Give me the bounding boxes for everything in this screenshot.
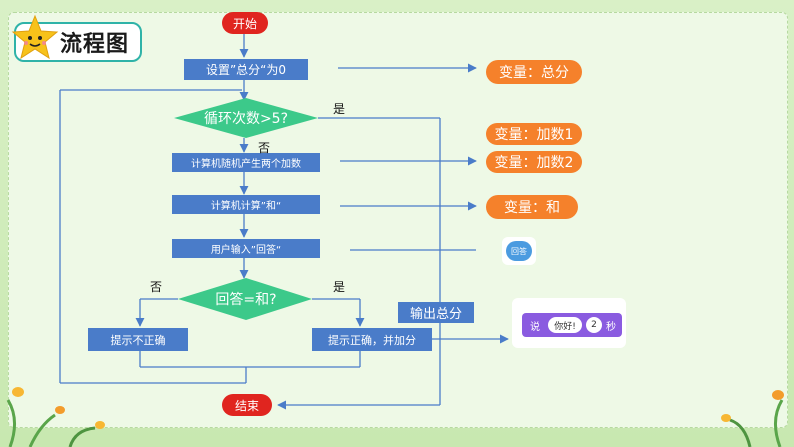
content-panel xyxy=(8,12,788,428)
variable-sum: 变量：和 xyxy=(486,195,578,219)
end-terminal: 结束 xyxy=(222,394,272,416)
user-input-step: 用户输入”回答“ xyxy=(172,239,320,258)
random-addends-step: 计算机随机产生两个加数 xyxy=(172,153,320,172)
loop-condition-label: 循环次数>5? xyxy=(203,111,289,127)
page-title: 流程图 xyxy=(60,32,130,57)
start-terminal: 开始 xyxy=(222,12,268,34)
loop-decision-shape xyxy=(174,98,318,138)
plant-decoration-right xyxy=(721,390,784,447)
answer-reporter-block: 回答 xyxy=(506,241,532,261)
say-seconds-input: 2 xyxy=(586,317,602,333)
plant-decoration-left xyxy=(6,387,105,447)
say-word: 说 xyxy=(530,322,540,333)
say-text-input: 你好! xyxy=(548,317,582,333)
check-yes-label: 是 xyxy=(333,280,346,294)
compute-sum-step: 计算机计算”和“ xyxy=(172,195,320,214)
variable-addend-2: 变量：加数2 xyxy=(486,151,582,173)
set-total-step: 设置”总分“为0 xyxy=(184,59,308,80)
check-no-label: 否 xyxy=(150,280,163,294)
loop-yes-label: 是 xyxy=(333,102,346,116)
loop-no-label: 否 xyxy=(258,141,271,155)
check-condition-label: 回答=和? xyxy=(215,292,277,308)
say-unit: 秒 xyxy=(606,322,616,333)
star-mascot-icon xyxy=(11,14,59,60)
output-total-step: 输出总分 xyxy=(398,302,474,323)
variable-total: 变量：总分 xyxy=(486,60,582,84)
say-block: 说 你好! 2 秒 xyxy=(522,313,622,337)
correct-feedback-step: 提示正确，并加分 xyxy=(312,328,432,351)
variable-addend-1: 变量：加数1 xyxy=(486,123,582,145)
check-decision-shape xyxy=(178,278,312,320)
wrong-feedback-step: 提示不正确 xyxy=(88,328,188,351)
